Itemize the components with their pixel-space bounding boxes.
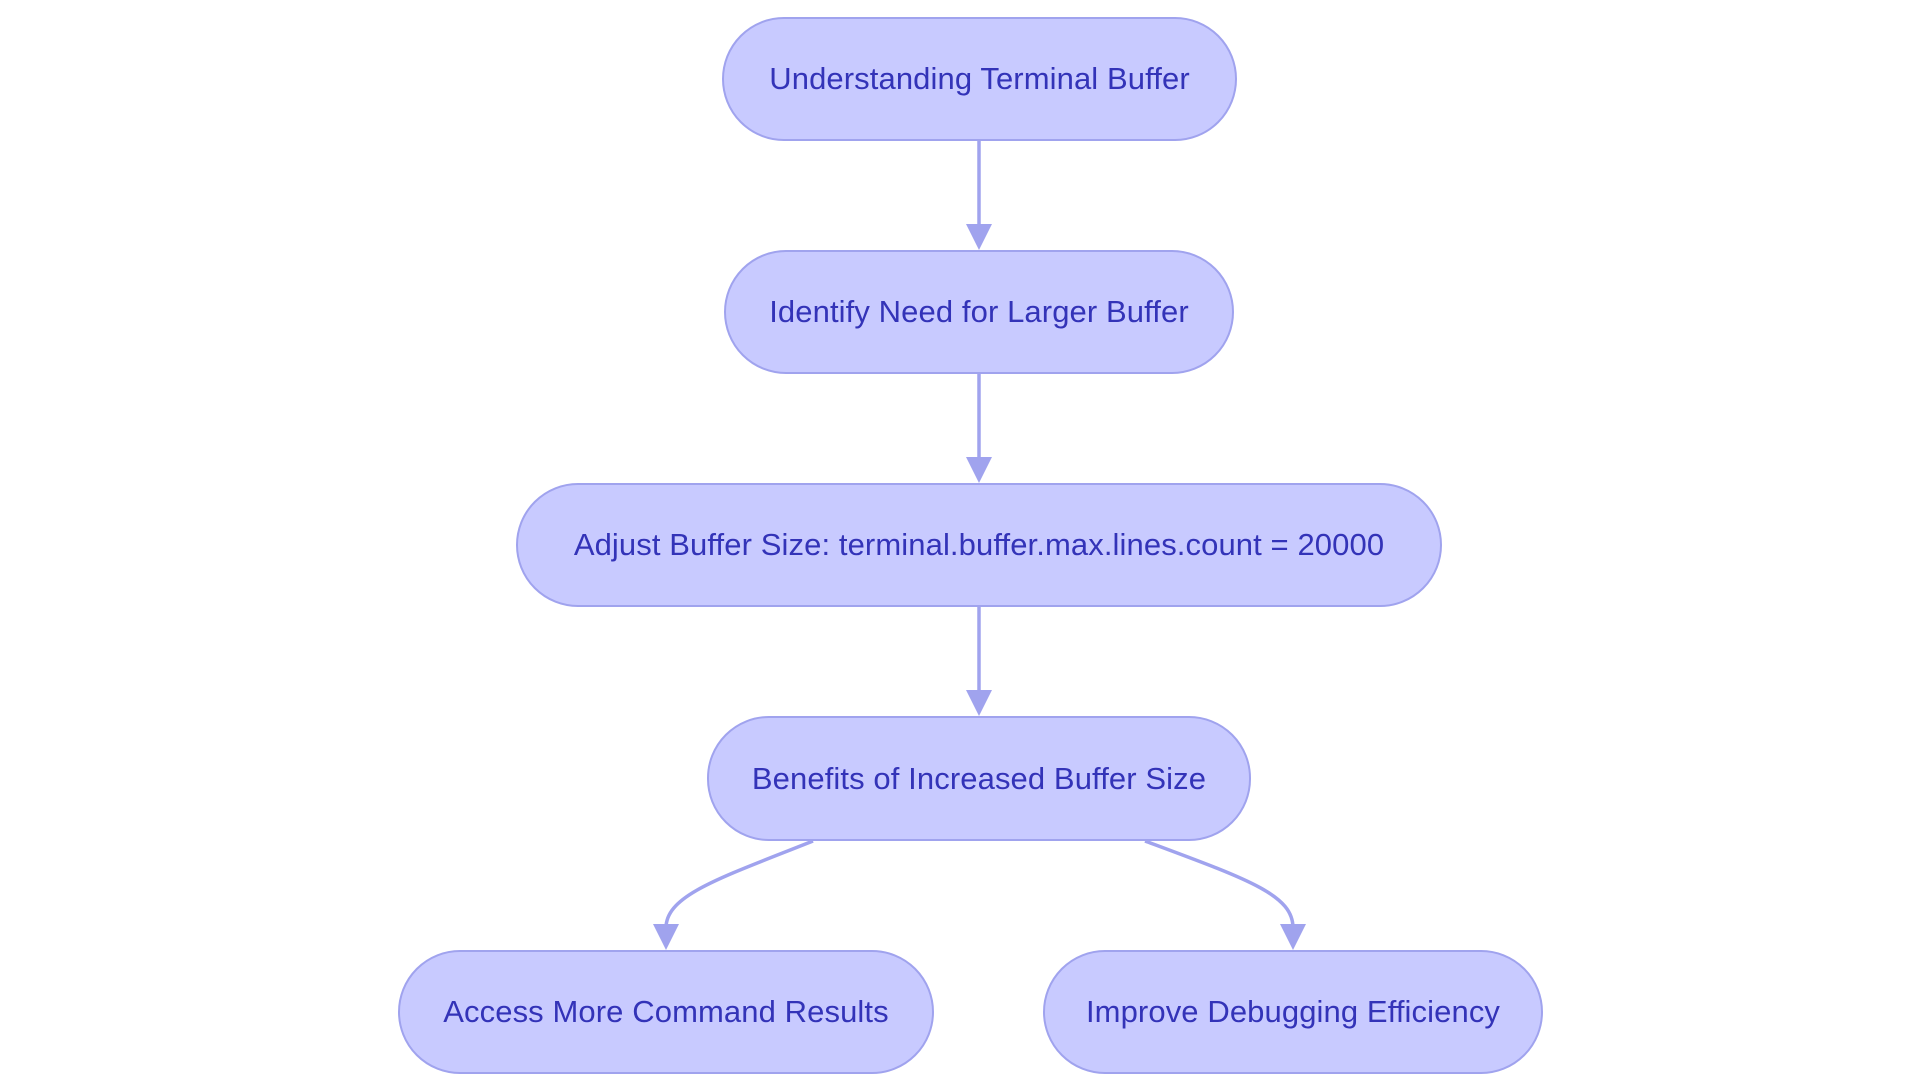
node-label: Access More Command Results: [443, 994, 889, 1029]
node-understanding-terminal-buffer: Understanding Terminal Buffer: [722, 17, 1237, 141]
node-label: Understanding Terminal Buffer: [769, 61, 1190, 96]
arrowhead-n4-n6: [1280, 924, 1306, 950]
arrowhead-n2-n3: [966, 457, 992, 483]
arrowhead-n3-n4: [966, 690, 992, 716]
node-label: Identify Need for Larger Buffer: [769, 294, 1189, 329]
node-improve-debugging-efficiency: Improve Debugging Efficiency: [1043, 950, 1543, 1074]
node-identify-need-for-larger-buffer: Identify Need for Larger Buffer: [724, 250, 1234, 374]
arrowhead-n4-n5: [653, 924, 679, 950]
node-benefits-of-increased-buffer-size: Benefits of Increased Buffer Size: [707, 716, 1251, 841]
node-adjust-buffer-size: Adjust Buffer Size: terminal.buffer.max.…: [516, 483, 1442, 607]
node-access-more-command-results: Access More Command Results: [398, 950, 934, 1074]
edge-n4-n6: [1144, 839, 1295, 929]
node-label: Improve Debugging Efficiency: [1085, 994, 1501, 1029]
node-label: Adjust Buffer Size: terminal.buffer.max.…: [573, 527, 1385, 562]
node-label: Benefits of Increased Buffer Size: [751, 760, 1207, 796]
arrowhead-n1-n2: [966, 224, 992, 250]
edge-n4-n5: [664, 839, 814, 929]
